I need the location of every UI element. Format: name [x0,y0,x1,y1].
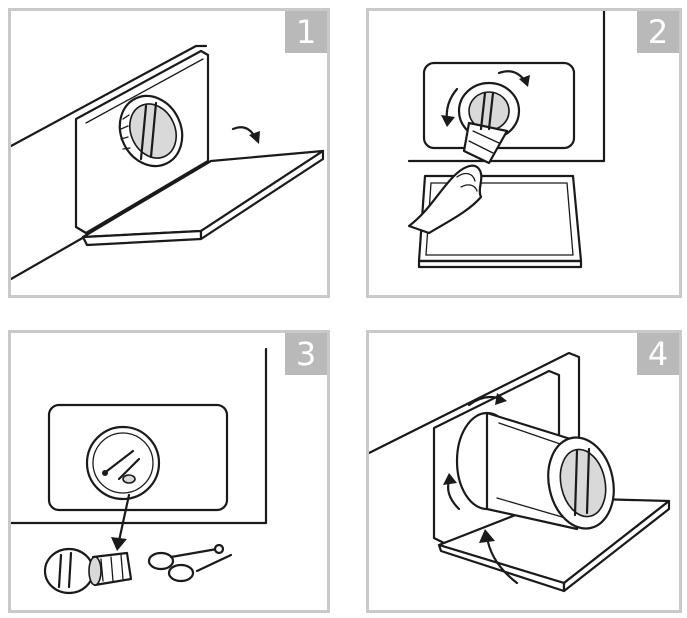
rotate-left-arrow-icon [441,87,459,127]
step-number-badge: 3 [285,333,327,375]
drain-filter-icon [457,81,521,165]
rotate-top-arrow-icon [467,393,507,407]
screw-icon [169,543,233,573]
step-number-badge: 2 [637,11,679,53]
remove-arrow-icon [111,493,131,551]
step-number-badge: 4 [637,333,679,375]
step-1-panel: 1 [8,8,330,298]
open-service-flap-illustration [11,44,325,281]
hand-icon [407,164,483,235]
step-2-panel: 2 [366,8,682,298]
remove-foreign-objects-illustration [11,347,268,595]
open-arrow-icon [231,126,260,144]
filter-knob-icon [118,94,184,168]
rotate-bottom-arrow-icon [443,473,461,511]
close-flap-arrow-icon [479,529,519,585]
reinsert-filter-illustration [369,351,671,593]
coin-icon [147,551,195,583]
step-4-panel: 4 [366,330,682,613]
unscrew-drain-filter-illustration [407,11,606,269]
rotate-right-arrow-icon [497,70,530,87]
drain-filter-icon [455,411,615,531]
filter-opening [85,425,161,501]
step-3-panel: 3 [8,330,330,613]
step-number-badge: 1 [285,11,327,53]
drain-filter-icon [43,547,133,595]
